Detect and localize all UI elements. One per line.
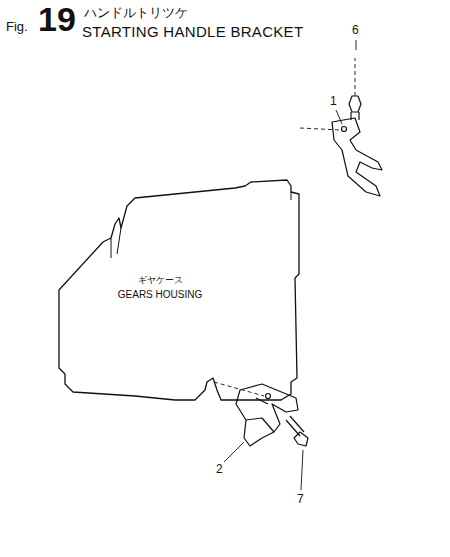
gear-housing: ギヤケースGEARS HOUSING [55, 178, 305, 418]
callout-number: 2 [216, 463, 223, 475]
callout-number: 7 [297, 493, 304, 505]
japanese-title: ハンドルトリツケ [84, 6, 188, 19]
figure-prefix: Fig. [6, 20, 28, 33]
figure-title: STARTING HANDLE BRACKET [82, 24, 303, 39]
housing-name-japanese: ギヤケース [35, 276, 285, 285]
callout-number: 1 [330, 95, 337, 107]
callout-number: 6 [352, 24, 359, 36]
figure-number: 19 [38, 2, 76, 36]
housing-name: GEARS HOUSING [35, 290, 285, 300]
